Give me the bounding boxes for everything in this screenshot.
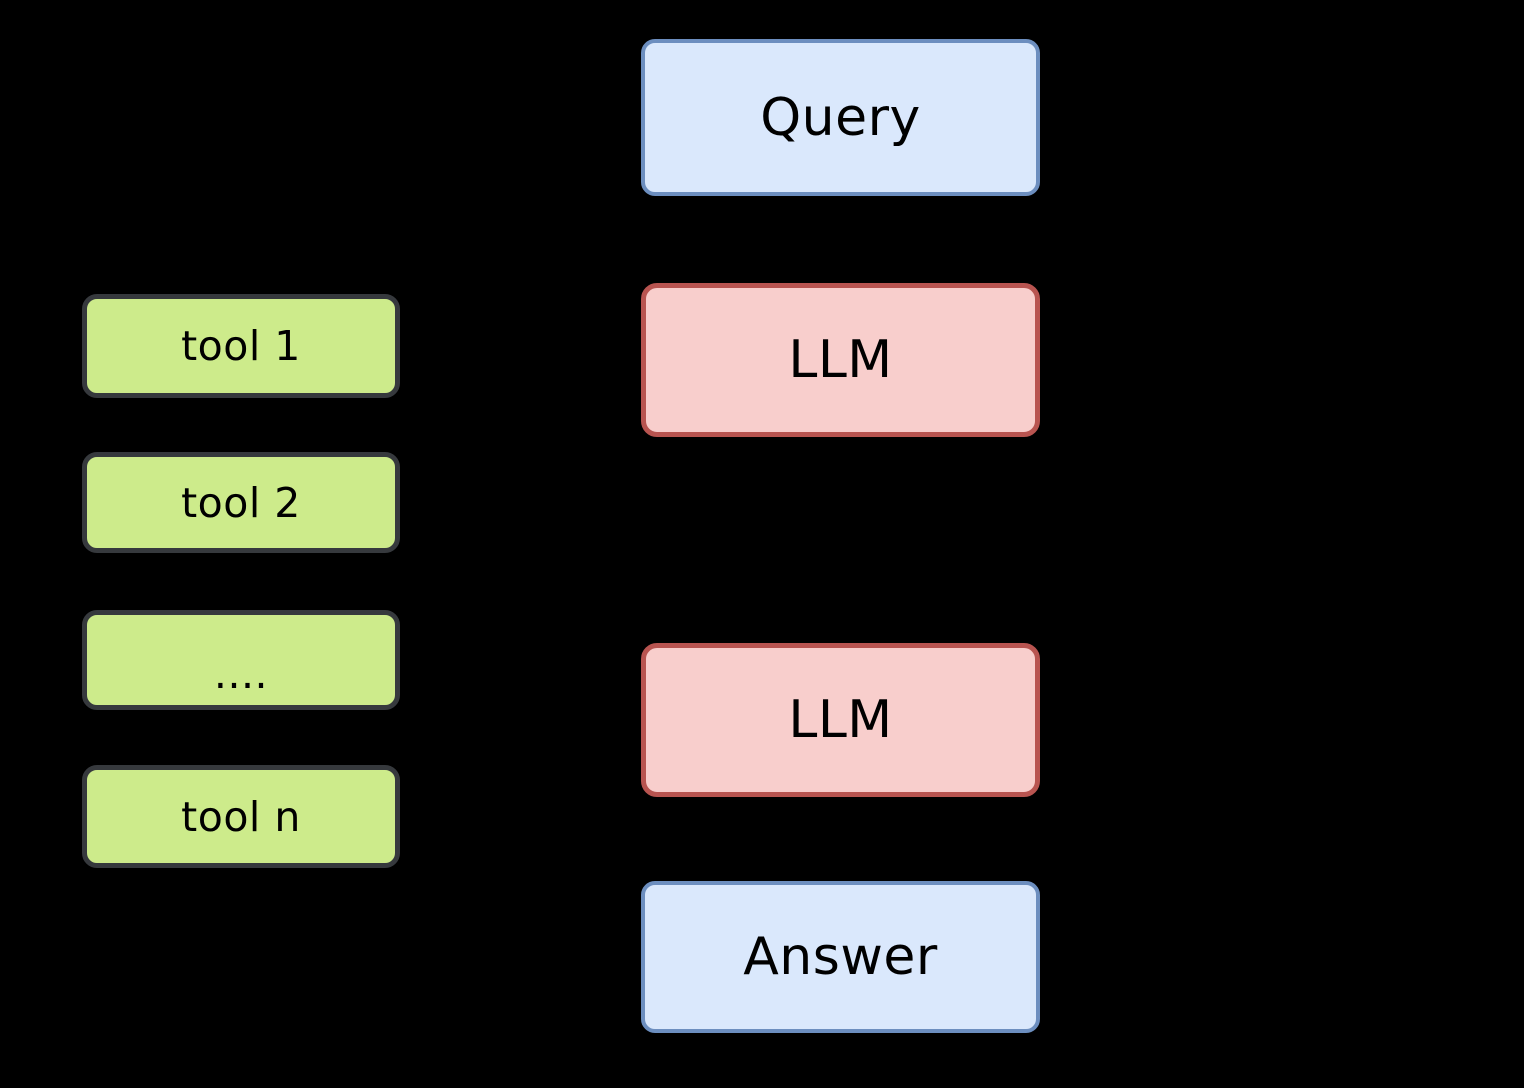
tool-node-2[interactable]: tool 2 — [82, 452, 400, 553]
tool-node-n[interactable]: tool n — [82, 765, 400, 868]
tool-node-ellipsis-label: .... — [213, 649, 269, 698]
tool-node-ellipsis[interactable]: .... — [82, 610, 400, 710]
tool-node-2-label: tool 2 — [181, 478, 301, 527]
llm-node-2-label: LLM — [788, 690, 893, 750]
query-node-label: Query — [760, 87, 921, 148]
tool-node-n-label: tool n — [181, 792, 301, 841]
tool-node-1-label: tool 1 — [181, 322, 301, 370]
answer-node[interactable]: Answer — [641, 881, 1040, 1033]
tool-node-1[interactable]: tool 1 — [82, 294, 400, 398]
llm-node-2[interactable]: LLM — [641, 643, 1040, 797]
query-node[interactable]: Query — [641, 39, 1040, 196]
answer-node-label: Answer — [743, 927, 938, 987]
llm-node-1-label: LLM — [788, 330, 893, 390]
llm-node-1[interactable]: LLM — [641, 283, 1040, 437]
